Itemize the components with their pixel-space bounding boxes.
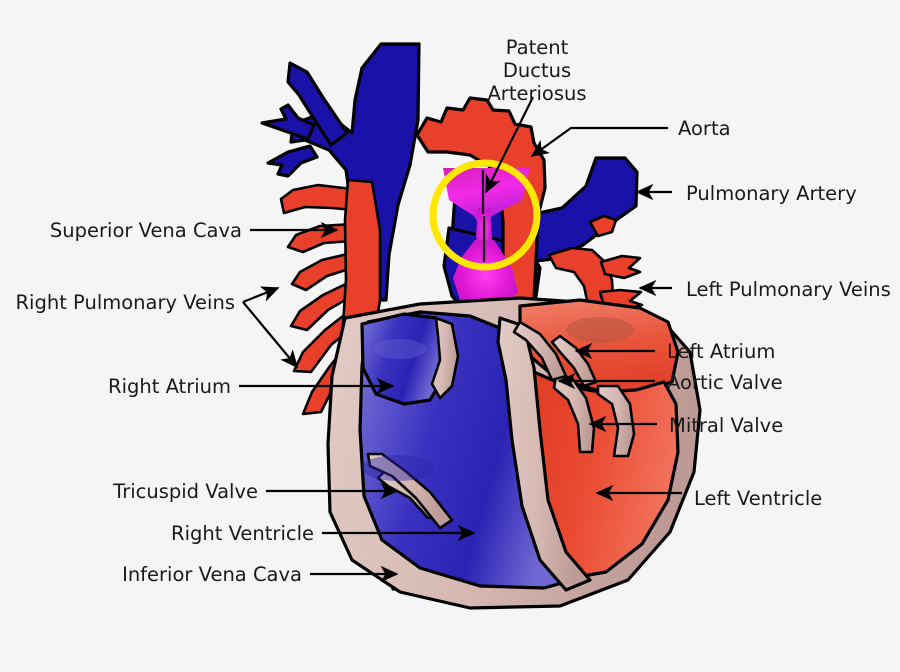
label-pulmonary-artery: Pulmonary Artery <box>686 182 857 205</box>
label-patent-ductus-arteriosus-line2: Ductus <box>503 59 571 82</box>
labels-group: Patent Ductus Arteriosus Aorta Pulmonary… <box>16 36 891 586</box>
interventricular-septum <box>496 316 592 592</box>
mitral-valve-leaflet-anterior <box>552 374 596 454</box>
svc-branch-lower-left <box>266 144 319 178</box>
right-atrium-dimple <box>374 339 426 359</box>
leader-patent-ductus-arteriosus <box>485 96 534 194</box>
label-aortic-valve: Aortic Valve <box>667 371 783 394</box>
label-patent-ductus-arteriosus-line1: Patent <box>506 36 569 59</box>
label-patent-ductus-arteriosus-line3: Arteriosus <box>487 82 586 105</box>
leader-lines-group <box>239 96 682 583</box>
superior-vena-cava-vessel <box>289 42 421 302</box>
label-left-ventricle: Left Ventricle <box>694 487 822 510</box>
aortic-valve-cusp-left <box>512 320 568 382</box>
patent-ductus-arteriosus-shunt <box>443 168 530 310</box>
right-pulmonary-vein-2 <box>286 222 355 254</box>
right-pulmonary-vein-1 <box>279 183 355 215</box>
heart-chambers-group <box>326 296 702 610</box>
label-left-pulmonary-veins: Left Pulmonary Veins <box>686 278 891 301</box>
label-right-atrium: Right Atrium <box>108 375 231 398</box>
label-inferior-vena-cava: Inferior Vena Cava <box>122 563 302 586</box>
pda-upper-cone <box>443 168 530 232</box>
left-pulmonary-vein-upper <box>599 254 642 280</box>
label-left-atrium: Left Atrium <box>667 340 775 363</box>
svc-branch-upper <box>286 61 349 147</box>
label-superior-vena-cava: Superior Vena Cava <box>50 219 242 242</box>
label-right-ventricle: Right Ventricle <box>171 522 314 545</box>
label-tricuspid-valve: Tricuspid Valve <box>112 480 258 503</box>
patent-ductus-arteriosus-highlight <box>429 159 541 271</box>
label-aorta: Aorta <box>678 117 731 140</box>
left-pulmonary-vein-branch-small <box>588 214 618 238</box>
tricuspid-valve-chordae <box>366 452 454 530</box>
pda-lower-cone <box>453 240 518 310</box>
right-atrium-chamber <box>360 312 446 406</box>
label-right-pulmonary-veins: Right Pulmonary Veins <box>16 291 236 314</box>
right-ventricle-dimple <box>362 455 434 481</box>
leader-right-pulmonary-veins-lower <box>242 301 298 369</box>
left-atrium-dimple <box>566 317 634 343</box>
mitral-valve-leaflet-posterior <box>596 384 636 458</box>
svc-branch-mid-left <box>260 103 316 141</box>
label-mitral-valve: Mitral Valve <box>669 414 783 437</box>
leader-right-pulmonary-veins-upper <box>242 286 280 304</box>
pda-duct-stroke <box>481 170 486 262</box>
leader-aorta <box>530 126 668 157</box>
tricuspid-valve-leaflet-upper <box>430 316 460 400</box>
